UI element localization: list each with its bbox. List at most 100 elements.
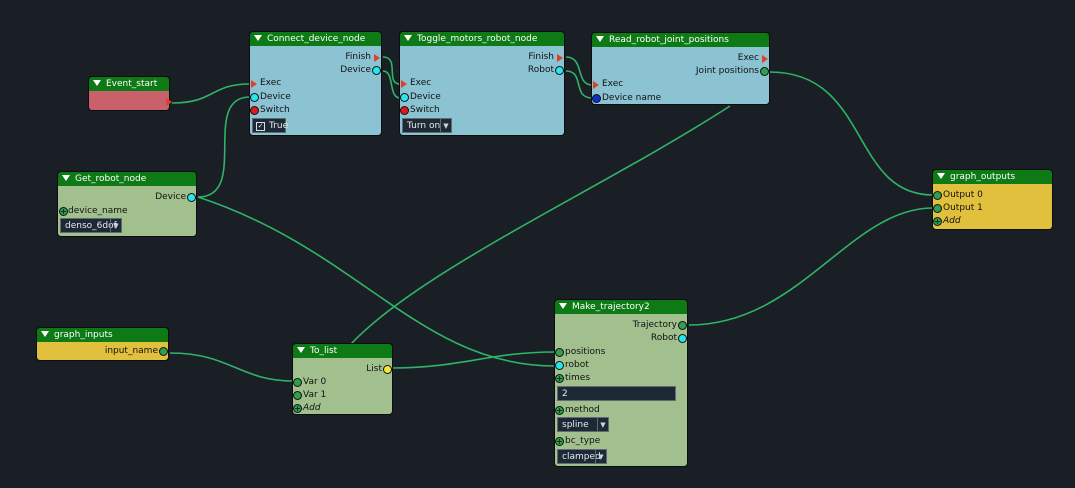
node-header[interactable]: Make_trajectory2 — [555, 300, 687, 314]
mode-dropdown[interactable]: Turn on▼ — [402, 118, 452, 133]
exec-in-port-icon[interactable] — [593, 81, 599, 89]
link-robot-device[interactable] — [197, 96, 251, 198]
collapse-triangle-icon[interactable] — [62, 174, 70, 181]
add-port-label[interactable]: Add — [943, 216, 961, 226]
add-port-icon[interactable] — [60, 208, 67, 215]
add-port-label[interactable]: Add — [303, 403, 321, 413]
add-port-icon[interactable] — [294, 405, 301, 412]
output-label: Robot — [650, 333, 677, 343]
var1-in-port-icon[interactable] — [294, 392, 301, 399]
input-label: Switch — [410, 105, 440, 115]
exec-out-port-icon[interactable] — [374, 54, 380, 62]
input-name-out-port-icon[interactable] — [160, 348, 167, 355]
robot-in-port-icon[interactable] — [556, 362, 563, 369]
chevron-down-icon[interactable]: ▼ — [595, 450, 606, 463]
link-joints-output0[interactable] — [769, 71, 934, 196]
positions-in-port-icon[interactable] — [556, 349, 563, 356]
node-graph-inputs[interactable]: graph_inputs input_name — [37, 328, 168, 360]
chevron-down-icon[interactable]: ▼ — [440, 119, 451, 132]
bc-type-in-port-icon[interactable] — [556, 438, 563, 445]
robot-out-port-icon[interactable] — [556, 67, 563, 74]
node-read-joint-positions[interactable]: Read_robot_joint_positions Exec Joint po… — [592, 33, 769, 104]
node-title: graph_inputs — [54, 330, 113, 340]
device-out-port-icon[interactable] — [188, 194, 195, 201]
link-finish-exec[interactable] — [382, 56, 401, 85]
device-in-port-icon[interactable] — [401, 94, 408, 101]
times-input[interactable]: 2 — [557, 386, 676, 401]
list-out-port-icon[interactable] — [384, 366, 391, 373]
input-label: Exec — [410, 78, 432, 88]
node-header[interactable]: graph_inputs — [37, 328, 168, 342]
exec-out-port-icon[interactable] — [166, 98, 172, 106]
chevron-down-icon[interactable]: ▼ — [597, 418, 608, 431]
node-header[interactable]: To_list — [293, 344, 392, 358]
times-value: 2 — [562, 389, 568, 399]
link-trajectory-output1[interactable] — [688, 207, 934, 326]
switch-checkbox[interactable]: ✓True — [252, 118, 288, 133]
exec-in-port-icon[interactable] — [401, 80, 407, 88]
device-in-port-icon[interactable] — [251, 94, 258, 101]
collapse-triangle-icon[interactable] — [559, 302, 567, 309]
node-header[interactable]: Event_start — [89, 77, 169, 91]
output1-in-port-icon[interactable] — [934, 205, 941, 212]
node-header[interactable]: Connect_device_node — [250, 32, 381, 46]
switch-in-port-icon[interactable] — [401, 107, 408, 114]
node-toggle-motors[interactable]: Toggle_motors_robot_node Finish Robot Ex… — [400, 32, 564, 135]
output-label: Trajectory — [632, 320, 677, 330]
times-in-port-icon[interactable] — [556, 375, 563, 382]
input-label: robot — [565, 360, 589, 370]
output0-in-port-icon[interactable] — [934, 192, 941, 199]
node-to-list[interactable]: To_list List Var 0 Var 1 Add — [293, 344, 392, 414]
device-out-port-icon[interactable] — [373, 67, 380, 74]
link-device-device[interactable] — [382, 70, 401, 99]
bc-type-dropdown[interactable]: clamped▼ — [557, 449, 607, 464]
node-title: Make_trajectory2 — [572, 302, 650, 312]
switch-in-port-icon[interactable] — [251, 107, 258, 114]
node-graph-outputs[interactable]: graph_outputs Output 0 Output 1 Add — [933, 170, 1052, 229]
collapse-triangle-icon[interactable] — [596, 35, 604, 42]
device-name-in-port-icon[interactable] — [593, 95, 600, 102]
add-port-icon[interactable] — [934, 218, 941, 225]
output-label: Finish — [528, 52, 554, 62]
collapse-triangle-icon[interactable] — [937, 172, 945, 179]
collapse-triangle-icon[interactable] — [41, 330, 49, 337]
node-connect-device[interactable]: Connect_device_node Finish Device Exec D… — [250, 32, 381, 135]
robot-out-port-icon[interactable] — [679, 335, 686, 342]
input-label: Device name — [602, 93, 662, 103]
collapse-triangle-icon[interactable] — [404, 34, 412, 41]
exec-out-port-icon[interactable] — [557, 54, 563, 62]
dropdown-value: denso_6dof — [65, 221, 117, 231]
device-name-dropdown[interactable]: denso_6dof▼ — [60, 218, 122, 233]
checkmark-icon: ✓ — [256, 122, 265, 131]
output-label: Robot — [527, 65, 554, 75]
node-get-robot[interactable]: Get_robot_node Device device_name denso_… — [58, 172, 196, 236]
collapse-triangle-icon[interactable] — [93, 79, 101, 86]
node-header[interactable]: Toggle_motors_robot_node — [400, 32, 564, 46]
link-input-var0[interactable] — [169, 352, 294, 382]
input-label: Output 1 — [943, 203, 983, 213]
link-toggle-finish-exec[interactable] — [565, 56, 593, 86]
method-dropdown[interactable]: spline▼ — [557, 417, 609, 432]
node-header[interactable]: Get_robot_node — [58, 172, 196, 186]
output-label: Finish — [345, 52, 371, 62]
exec-out-port-icon[interactable] — [762, 55, 768, 63]
node-header[interactable]: graph_outputs — [933, 170, 1052, 184]
method-in-port-icon[interactable] — [556, 407, 563, 414]
trajectory-out-port-icon[interactable] — [679, 322, 686, 329]
chevron-down-icon[interactable]: ▼ — [110, 219, 121, 232]
link-list-positions[interactable] — [392, 351, 556, 369]
link-event-exec[interactable] — [171, 83, 251, 104]
collapse-triangle-icon[interactable] — [254, 34, 262, 41]
input-label: Device — [260, 92, 291, 102]
node-event-start[interactable]: Event_start — [89, 77, 172, 110]
exec-in-port-icon[interactable] — [251, 80, 257, 88]
node-title: Toggle_motors_robot_node — [417, 34, 538, 44]
joint-positions-out-port-icon[interactable] — [761, 68, 768, 75]
collapse-triangle-icon[interactable] — [297, 346, 305, 353]
node-header[interactable]: Read_robot_joint_positions — [592, 33, 769, 47]
output-label: input_name — [104, 346, 158, 356]
link-toggle-robot-devname[interactable] — [565, 70, 593, 99]
node-make-trajectory[interactable]: Make_trajectory2 Trajectory Robot positi… — [555, 300, 687, 466]
var0-in-port-icon[interactable] — [294, 379, 301, 386]
link-robot-to-trajectory[interactable] — [197, 196, 556, 367]
